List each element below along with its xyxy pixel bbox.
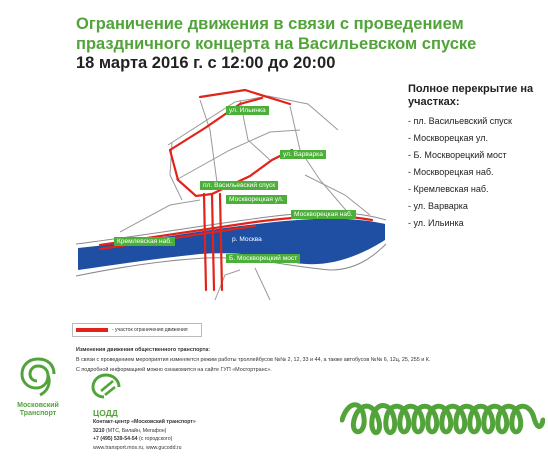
codd-emblem-icon [91,373,121,399]
codd-logo [91,373,121,404]
transport-info: Изменения движения общественного транспо… [76,345,430,375]
closure-item: ул. Ильинка [408,215,512,232]
contact-center: Контакт-центр «Московский транспорт» [93,419,196,425]
legend-box [72,323,202,337]
decorative-loops-icon [340,402,545,435]
short-number: 3210 [93,427,105,434]
transport-line-1: В связи с проведением мероприятия изменя… [76,357,431,363]
closures-heading: Полное перекрытие на участках: [408,83,534,108]
river-moskva [78,218,385,270]
short-number-line: 3210 (МТС, Билайн, Мегафон) [93,427,196,436]
legend-text: - участок ограничения движения [112,327,188,333]
closures-list: пл. Васильевский спуск Москворецкая ул. … [408,113,513,232]
moscow-transport-name-2: Транспорт [19,410,57,417]
closure-item: пл. Васильевский спуск [408,113,513,130]
river-label: р. Москва [232,236,262,243]
closure-item: Москворецкая наб. [408,164,512,181]
street-label-bridge: Б. Москворецкий мост [226,254,301,263]
closure-item: Кремлевская наб. [408,181,512,198]
street-label-ilyinka: ул. Ильинка [226,106,269,115]
moscow-transport-emblem-icon [20,357,56,397]
street-label-varvarka: ул. Варварка [280,150,326,159]
closure-item: Москворецкая ул. [408,130,512,147]
contacts: ЦОДД Контакт-центр «Московский транспорт… [93,408,196,452]
street-label-kremlevskaya: Кремлевская наб. [114,237,175,246]
page-title: Ограничение движения в связи с проведени… [76,15,477,53]
page-subtitle: 18 марта 2016 г. с 12:00 до 20:00 [76,54,336,72]
phone-line: +7 (495) 539-54-54 (с городского) [93,435,196,444]
street-label-moskvoretskaya-ul: Москворецкая ул. [226,195,287,204]
street-label-moskvoretskaya-nab: Москворецкая наб. [291,210,356,219]
phone-note: (с городского) [139,436,173,443]
codd-name: ЦОДД [93,408,118,418]
legend: - участок ограничения движения [76,327,188,334]
transport-heading: Изменения движения общественного транспо… [76,347,211,353]
phone-number: +7 (495) 539-54-54 [93,436,138,443]
legend-swatch [76,327,108,332]
short-number-operators: (МТС, Билайн, Мегафон) [106,427,167,434]
websites[interactable]: www.transport.mos.ru, www.gucodd.ru [93,444,182,451]
street-label-vasilyevsky: пл. Васильевский спуск [200,181,279,190]
closure-item: Б. Москворецкий мост [408,147,512,164]
closure-item: ул. Варварка [408,198,512,215]
moscow-transport-logo: Московский Транспорт [8,355,68,418]
transport-line-2: С подробной информацией можно ознакомитс… [76,367,272,373]
moscow-transport-name-1: Московский [17,402,59,409]
